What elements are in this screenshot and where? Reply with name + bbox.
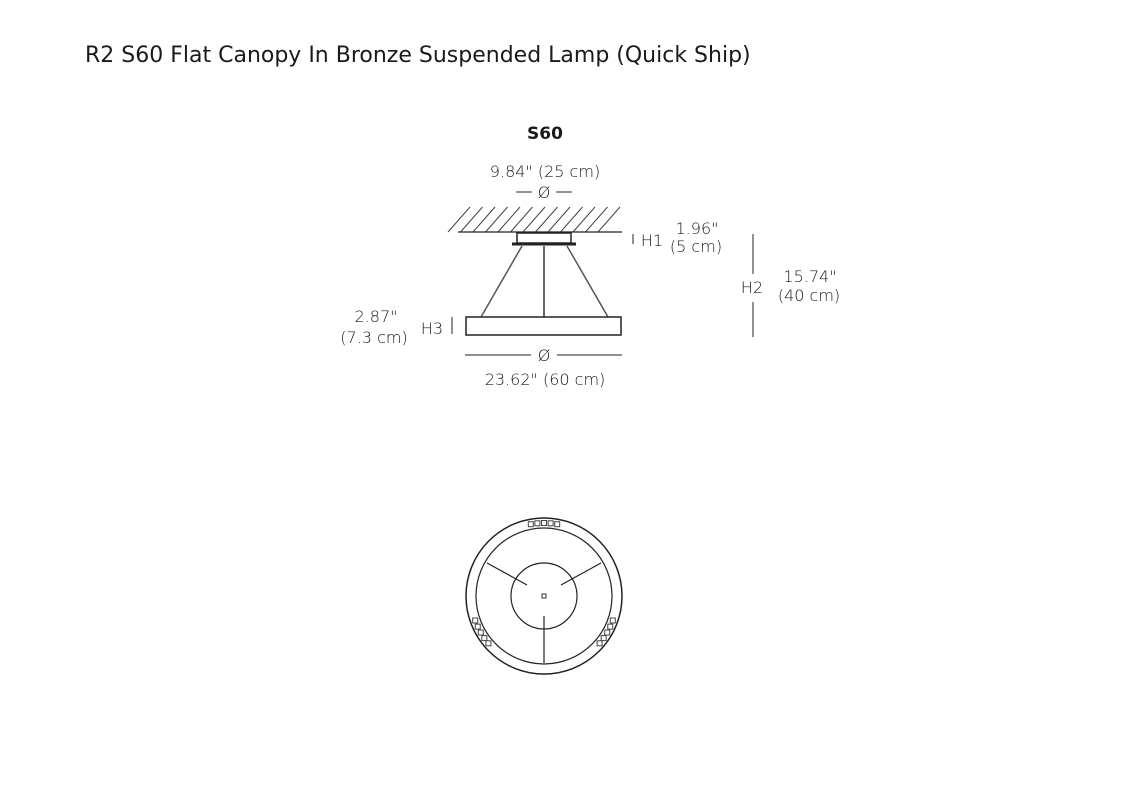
led-chip xyxy=(485,640,492,647)
h1-inches: 1.96" xyxy=(676,219,719,238)
hatch-line xyxy=(522,206,546,233)
side-view: 9.84" (25 cm) Ø H3 2.87" (7.3 cm) Ø 23.6… xyxy=(340,162,840,389)
h2-cm: (40 cm) xyxy=(778,286,840,305)
led-chip xyxy=(541,520,547,526)
h2-inches: 15.74" xyxy=(783,267,836,286)
h3-label: H3 xyxy=(421,319,443,338)
led-modules xyxy=(472,520,616,647)
top-view xyxy=(465,517,623,675)
led-chip xyxy=(527,521,534,528)
hatch-line xyxy=(535,206,558,233)
inner-ring xyxy=(475,527,613,665)
h1-label: H1 xyxy=(641,231,663,250)
ceiling-hatch xyxy=(447,206,621,233)
spoke xyxy=(486,562,528,586)
hatch-line xyxy=(585,206,608,233)
suspension-cable xyxy=(566,245,609,318)
suspension-cable xyxy=(480,245,523,318)
hatch-line xyxy=(447,206,471,233)
led-chip xyxy=(607,623,614,630)
ring-diameter-label: 23.62" (60 cm) xyxy=(485,370,606,389)
hatch-line xyxy=(485,206,508,233)
center-point xyxy=(541,593,547,599)
canopy xyxy=(516,232,572,244)
led-chip xyxy=(554,521,561,528)
led-chip xyxy=(604,629,611,636)
lamp-ring xyxy=(465,316,622,336)
led-chip xyxy=(609,617,616,624)
h1-cm: (5 cm) xyxy=(670,237,722,256)
hatch-line xyxy=(510,206,533,233)
led-chip xyxy=(481,635,488,642)
canopy-diameter-label: 9.84" (25 cm) xyxy=(490,162,600,181)
led-chip xyxy=(534,520,541,527)
hatch-line xyxy=(597,206,621,233)
h3-cm: (7.3 cm) xyxy=(340,328,407,347)
led-chip xyxy=(600,635,607,642)
hatch-line xyxy=(572,206,596,233)
hatch-line xyxy=(472,206,496,233)
spoke xyxy=(560,562,602,586)
hatch-line xyxy=(460,206,483,233)
led-chip xyxy=(472,617,479,624)
h2-label: H2 xyxy=(741,278,763,297)
led-chip xyxy=(474,623,481,630)
led-chip xyxy=(547,520,554,527)
h3-inches: 2.87" xyxy=(355,307,398,326)
hatch-line xyxy=(497,206,521,233)
hatch-line xyxy=(560,206,583,233)
hatch-line xyxy=(547,206,571,233)
model-label: S60 xyxy=(527,124,563,144)
diameter-symbol: Ø xyxy=(538,346,551,365)
diameter-symbol: Ø xyxy=(538,183,551,202)
led-chip xyxy=(477,629,484,636)
outer-ring xyxy=(465,517,623,675)
page-title: R2 S60 Flat Canopy In Bronze Suspended L… xyxy=(85,43,751,68)
led-chip xyxy=(596,640,603,647)
